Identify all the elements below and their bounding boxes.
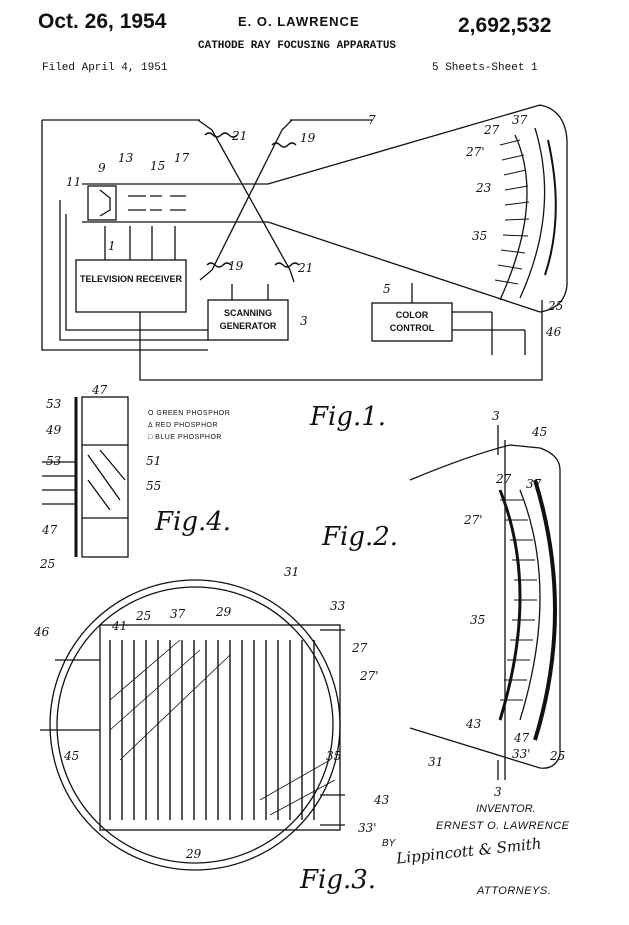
patent-number: 2,692,532 xyxy=(458,14,552,37)
tv-receiver-box xyxy=(75,259,187,313)
tube-envelope-upper xyxy=(82,104,541,185)
ref-11: 11 xyxy=(66,175,81,189)
ref-43-fig3: 43 xyxy=(373,793,390,807)
legend-green: O GREEN PHOSPHOR xyxy=(148,410,231,417)
ref-37-fig3: 37 xyxy=(170,607,186,621)
tube-face-circle xyxy=(49,579,341,871)
ref-53-mid: 53 xyxy=(46,454,62,468)
patent-date: Oct. 26, 1954 xyxy=(38,10,167,33)
ref-51: 51 xyxy=(146,454,161,468)
legend-red: Δ RED PHOSPHOR xyxy=(148,422,219,429)
ref-19-bottom: 19 xyxy=(228,259,244,273)
ref-37: 37 xyxy=(512,113,528,127)
fig2-label: Fig.2. xyxy=(321,522,398,552)
ref-27-prime: 27' xyxy=(465,145,485,159)
ref-46: 46 xyxy=(545,325,562,339)
legend-blue: □ BLUE PHOSPHOR xyxy=(148,434,222,441)
ref-27-fig2: 27 xyxy=(495,472,512,486)
ref-21-bottom: 21 xyxy=(297,261,313,275)
ref-27-fig3: 27 xyxy=(351,641,368,655)
fig4-label: Fig.4. xyxy=(154,507,231,537)
ref-29-bottom: 29 xyxy=(185,847,202,861)
ref-25-fig2: 25 xyxy=(549,749,565,763)
color-control-label: COLOR CONTROL xyxy=(389,310,435,333)
ref-25: 25 xyxy=(547,299,563,313)
ref-33-prime-fig3: 33' xyxy=(358,821,377,835)
ref-15: 15 xyxy=(150,159,165,173)
ref-43-fig2: 43 xyxy=(465,717,482,731)
ref-35-fig2: 35 xyxy=(470,613,485,627)
ref-9: 9 xyxy=(98,161,106,175)
tube-envelope-lower xyxy=(82,221,541,313)
ref-49: 49 xyxy=(45,423,62,437)
ref-19-top: 19 xyxy=(300,131,316,145)
fig3-label: Fig.3. xyxy=(299,865,376,895)
ref-45-fig3: 45 xyxy=(63,749,79,763)
ref-45: 45 xyxy=(531,425,547,439)
ref-29-top: 29 xyxy=(215,605,232,619)
ref-21-top: 21 xyxy=(231,129,247,143)
ref-47-bottom: 47 xyxy=(41,523,58,537)
ref-13: 13 xyxy=(118,151,134,165)
ref-27-prime-fig2: 27' xyxy=(463,513,483,527)
ref-7: 7 xyxy=(368,113,376,127)
ref-23: 23 xyxy=(475,181,492,195)
scanning-generator-box xyxy=(207,299,289,341)
inventor-header: E. O. LAWRENCE xyxy=(238,14,360,29)
ref-17: 17 xyxy=(174,151,190,165)
inventor-full-name: ERNEST O. LAWRENCE xyxy=(436,820,570,832)
tv-receiver-label: TELEVISION RECEIVER xyxy=(79,274,183,284)
ref-33-prime-fig2: 33' xyxy=(512,747,531,761)
ref-1: 1 xyxy=(108,239,116,253)
ref-27: 27 xyxy=(483,123,500,137)
inventor-label: INVENTOR. xyxy=(476,803,536,815)
ref-27-prime-fig3: 27' xyxy=(359,669,379,683)
ref-3-bottom: 3 xyxy=(494,785,502,799)
ref-31-fig2: 31 xyxy=(428,755,443,769)
by-label: BY xyxy=(382,838,396,849)
ref-37-fig2: 37 xyxy=(526,477,542,491)
phosphor-legend: O GREEN PHOSPHOR Δ RED PHOSPHOR □ BLUE P… xyxy=(148,408,230,444)
ref-41: 41 xyxy=(111,619,127,633)
ref-25-fig4: 25 xyxy=(39,557,55,571)
ref-35: 35 xyxy=(472,229,487,243)
filed-date: Filed April 4, 1951 xyxy=(42,62,168,74)
ref-46-fig3: 46 xyxy=(33,625,50,639)
ref-3-top: 3 xyxy=(492,409,500,423)
ref-5: 5 xyxy=(383,282,391,296)
ref-47-top: 47 xyxy=(91,383,108,397)
ref-31-fig3: 31 xyxy=(284,565,299,579)
fig1-label: Fig.1. xyxy=(309,402,386,432)
patent-title: CATHODE RAY FOCUSING APPARATUS xyxy=(198,40,397,52)
ref-47-fig2: 47 xyxy=(513,731,530,745)
attorneys-label: ATTORNEYS. xyxy=(477,885,552,897)
ref-33-fig3: 33 xyxy=(330,599,346,613)
ref-25-fig3: 25 xyxy=(135,609,151,623)
ref-3: 3 xyxy=(300,314,308,328)
scanning-generator-label: SCANNING GENERATOR xyxy=(219,308,277,331)
ref-55: 55 xyxy=(146,479,161,493)
ref-35-fig3: 35 xyxy=(326,749,341,763)
sheet-count: 5 Sheets-Sheet 1 xyxy=(432,62,538,74)
ref-53-top: 53 xyxy=(46,397,62,411)
